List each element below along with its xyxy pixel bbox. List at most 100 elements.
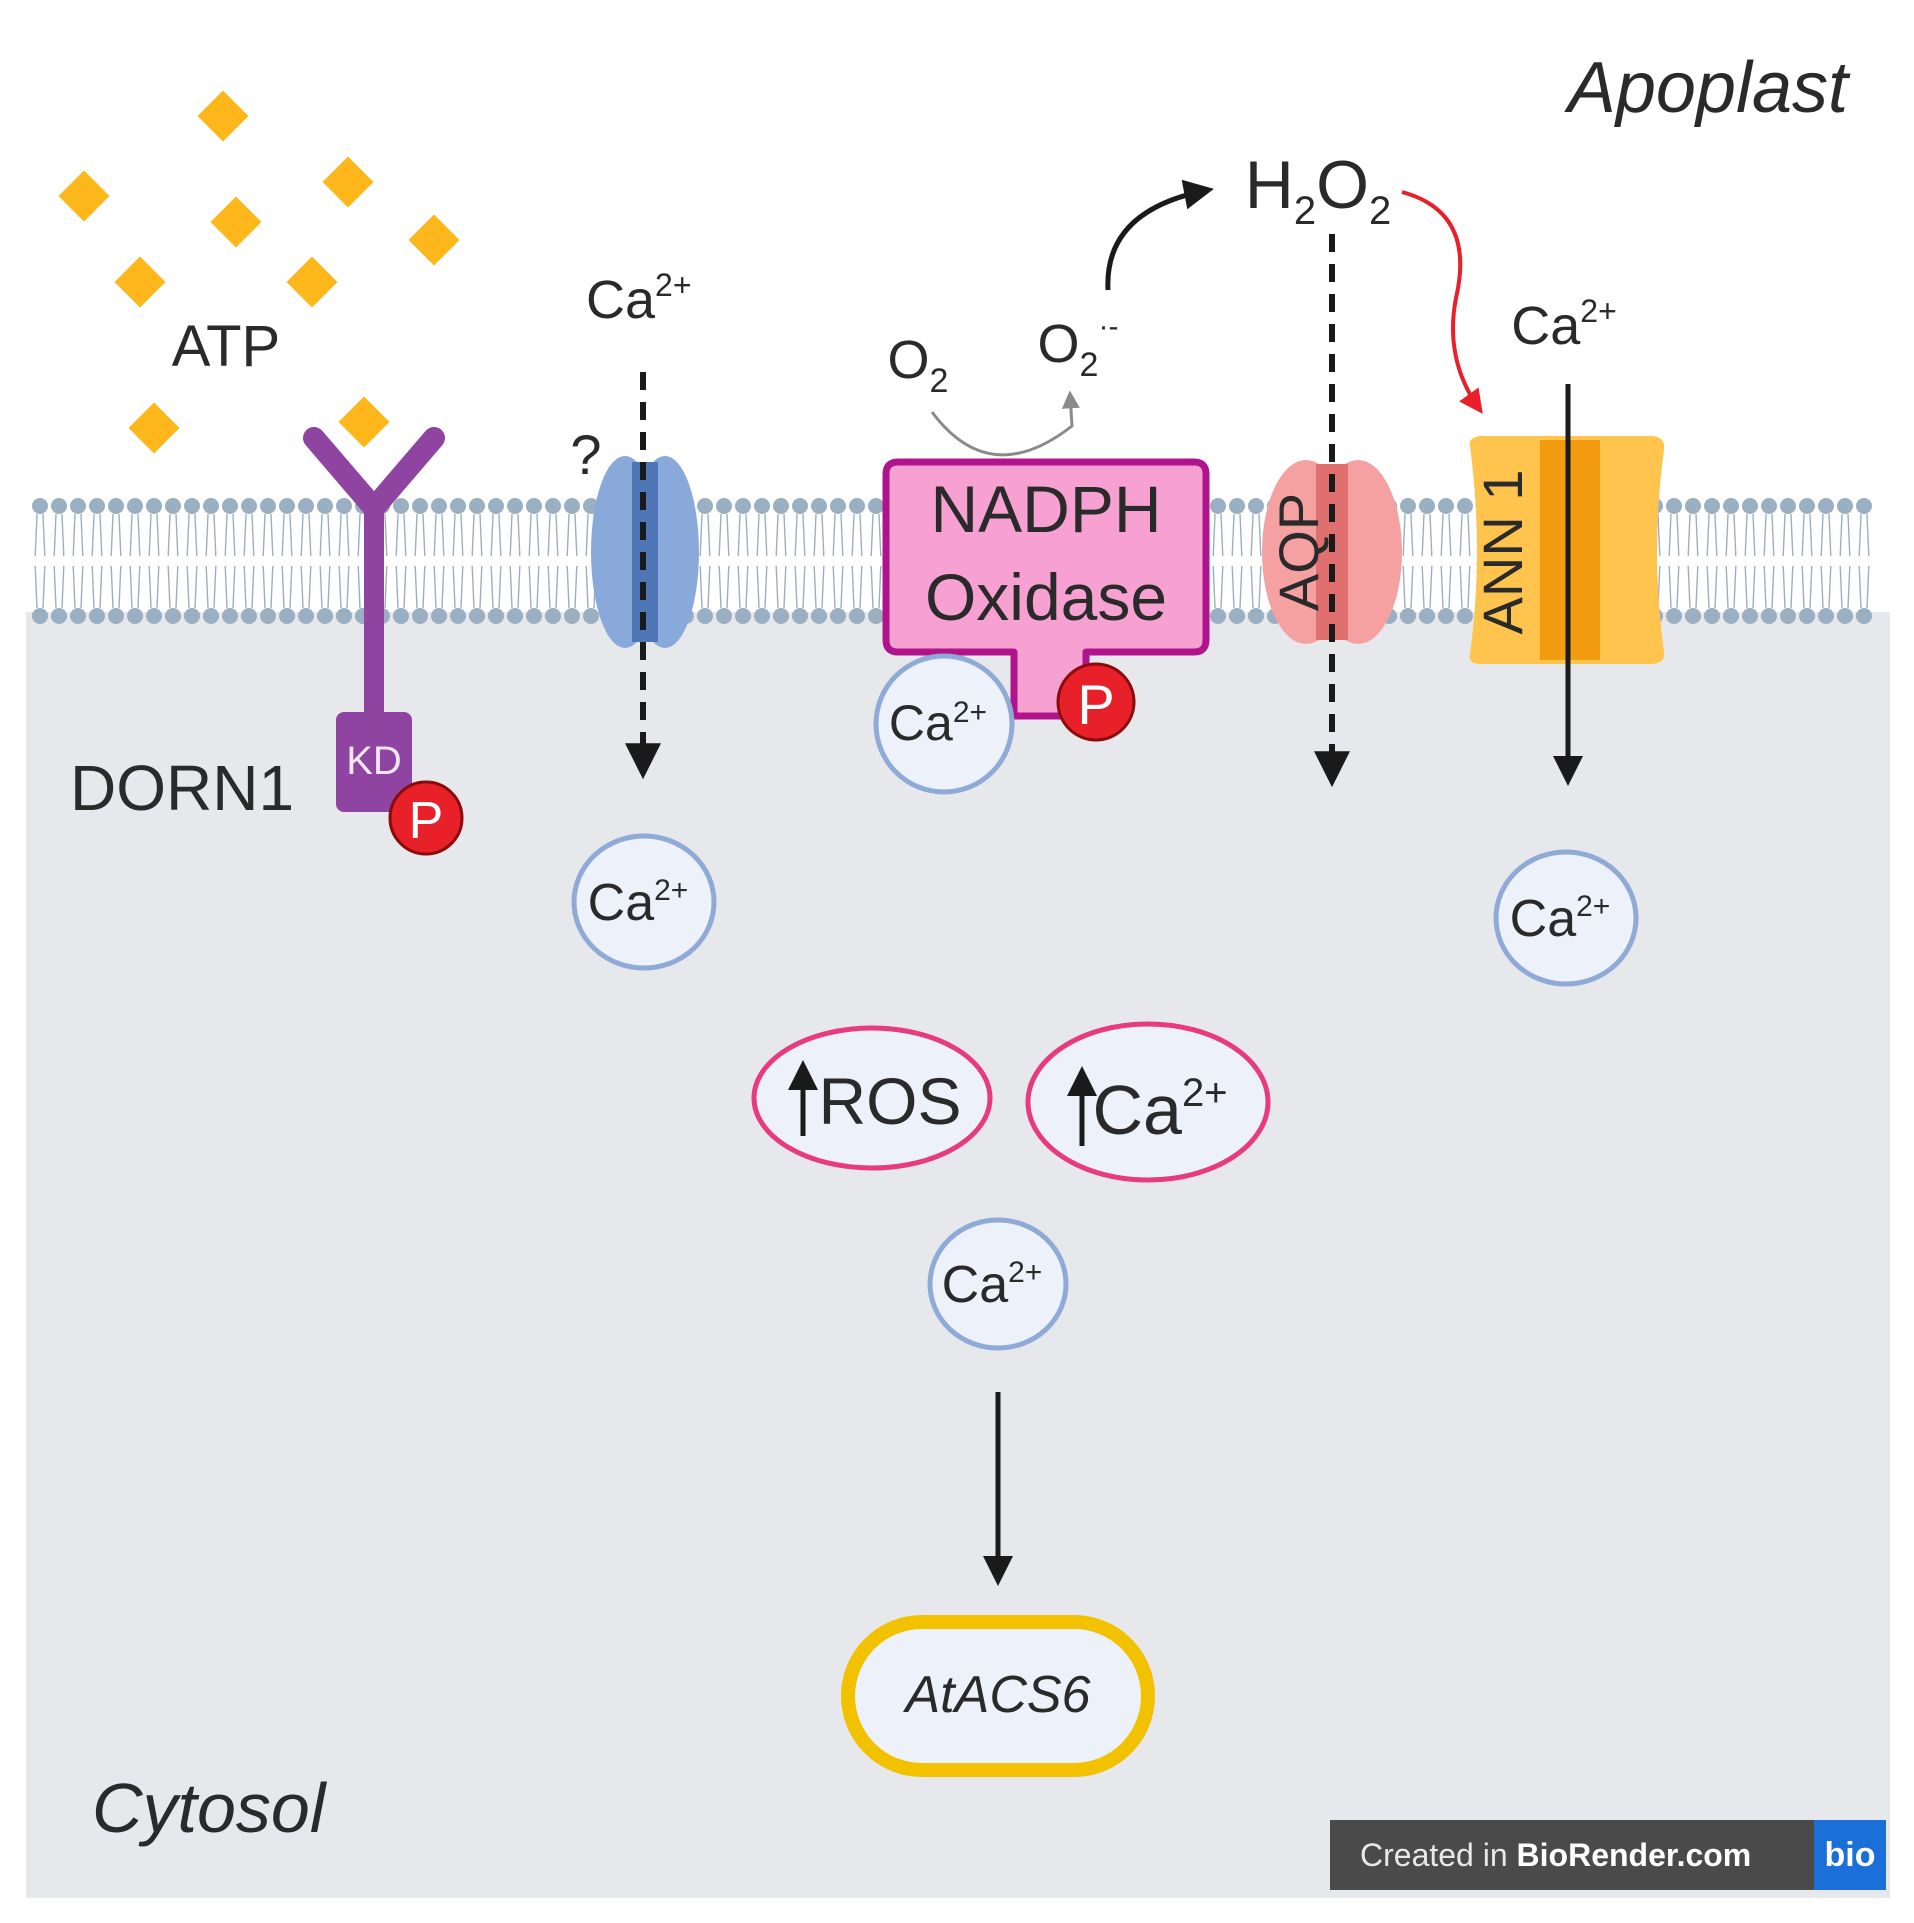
lipid-head: [127, 608, 143, 624]
lipid-tail: [338, 565, 342, 609]
lipid-head: [260, 608, 276, 624]
lipid-tail: [1744, 513, 1748, 557]
lipid-tail: [1695, 513, 1699, 557]
lipid-tail: [1839, 513, 1843, 557]
lipid-tail: [403, 565, 407, 609]
lipid-tail: [460, 565, 464, 609]
lipid-tail: [452, 513, 456, 557]
lipid-head: [1685, 498, 1701, 514]
lipid-tail: [270, 565, 274, 609]
lipid-tail: [99, 513, 103, 557]
lipid-tail: [213, 565, 217, 609]
atp-diamond: [408, 214, 460, 266]
dorn1-phospho-label: P: [409, 792, 444, 850]
atp-diamond: [322, 156, 374, 208]
lipid-tail: [1706, 513, 1710, 557]
watermark-text: Created in BioRender.com: [1360, 1837, 1751, 1873]
lipid-tail: [175, 513, 179, 557]
lipid-tail: [517, 513, 521, 557]
lipid-head: [1818, 498, 1834, 514]
lipid-head: [1723, 608, 1739, 624]
lipid-tail: [737, 513, 741, 557]
lipid-tail: [718, 513, 722, 557]
lipid-tail: [498, 565, 502, 609]
lipid-tail: [1706, 565, 1710, 609]
lipid-tail: [327, 513, 331, 557]
lipid-tail: [232, 513, 236, 557]
lipid-tail: [319, 513, 323, 557]
lipid-head: [431, 498, 447, 514]
lipid-tail: [1448, 565, 1452, 609]
lipid-tail: [547, 565, 551, 609]
lipid-tail: [555, 513, 559, 557]
lipid-tail: [308, 513, 312, 557]
lipid-tail: [270, 513, 274, 557]
lipid-head: [1742, 498, 1758, 514]
lipid-head: [830, 608, 846, 624]
lipid-tail: [832, 513, 836, 557]
lipid-tail: [1820, 565, 1824, 609]
lipid-tail: [1820, 513, 1824, 557]
lipid-tail: [1801, 513, 1805, 557]
cytosolic-calcium-center: Ca2+: [927, 1217, 1069, 1351]
lipid-tail: [1668, 513, 1672, 557]
lipid-tail: [813, 565, 817, 609]
lipid-head: [165, 608, 181, 624]
lipid-tail: [224, 565, 228, 609]
lipid-tail: [756, 513, 760, 557]
lipid-tail: [1239, 565, 1243, 609]
lipid-head: [1229, 608, 1245, 624]
lipid-tail: [319, 565, 323, 609]
lipid-tail: [1790, 513, 1794, 557]
lipid-tail: [1429, 513, 1433, 557]
lipid-tail: [1402, 565, 1406, 609]
superoxide-product: O2·-: [1038, 310, 1119, 384]
lipid-tail: [699, 513, 703, 557]
lipid-tail: [91, 565, 95, 609]
lipid-head: [697, 498, 713, 514]
lipid-head: [545, 608, 561, 624]
lipid-tail: [517, 565, 521, 609]
lipid-tail: [167, 565, 171, 609]
lipid-tail: [1459, 513, 1463, 557]
lipid-head: [697, 608, 713, 624]
lipid-tail: [281, 565, 285, 609]
lipid-tail: [509, 513, 513, 557]
lipid-tail: [802, 513, 806, 557]
lipid-head: [792, 608, 808, 624]
ros-increase-badge: ROS: [751, 1025, 993, 1171]
lipid-tail: [205, 513, 209, 557]
lipid-head: [1210, 608, 1226, 624]
lipid-tail: [498, 513, 502, 557]
lipid-tail: [414, 513, 418, 557]
lipid-tail: [794, 565, 798, 609]
lipid-tail: [1448, 513, 1452, 557]
lipid-tail: [262, 513, 266, 557]
lipid-tail: [129, 565, 133, 609]
channel-outside-ion: Ca2+: [586, 267, 692, 330]
lipid-tail: [53, 565, 57, 609]
lipid-tail: [327, 565, 331, 609]
lipid-tail: [72, 513, 76, 557]
lipid-tail: [1220, 513, 1224, 557]
lipid-tail: [452, 565, 456, 609]
lipid-tail: [1752, 513, 1756, 557]
lipid-tail: [1676, 565, 1680, 609]
lipid-tail: [441, 513, 445, 557]
lipid-head: [184, 498, 200, 514]
lipid-tail: [1250, 565, 1254, 609]
nadph-bound-calcium: [873, 653, 1015, 795]
lipid-tail: [1440, 513, 1444, 557]
lipid-tail: [1763, 513, 1767, 557]
kinase-domain-label: KD: [346, 739, 402, 783]
lipid-tail: [566, 513, 570, 557]
lipid-tail: [80, 565, 84, 609]
lipid-tail: [1809, 513, 1813, 557]
calcium-label: Ca2+: [588, 874, 689, 932]
lipid-tail: [61, 565, 65, 609]
lipid-tail: [1695, 565, 1699, 609]
lipid-head: [89, 498, 105, 514]
lipid-head: [773, 498, 789, 514]
lipid-head: [108, 498, 124, 514]
